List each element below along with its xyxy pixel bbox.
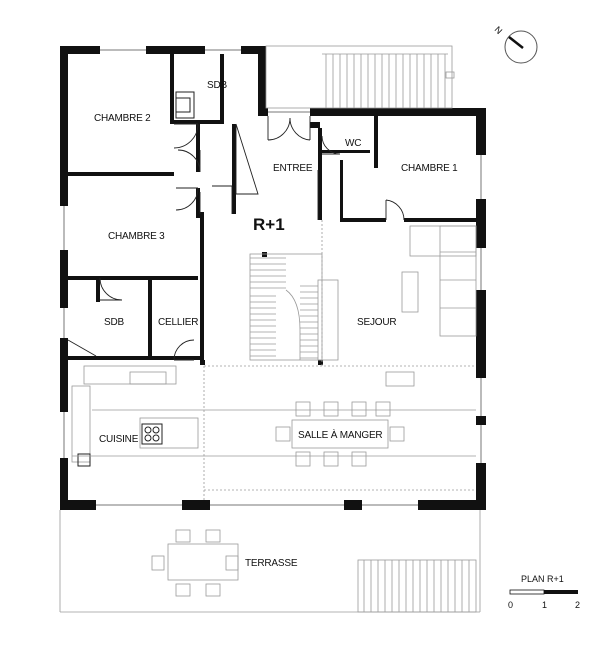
terrace-chair — [175, 529, 191, 543]
level-label: R+1 — [253, 215, 285, 234]
dining-chair — [351, 401, 367, 417]
dining-chair — [295, 401, 311, 417]
north-exterior-stairs — [265, 45, 455, 109]
scale-tick-2: 2 — [575, 600, 580, 610]
label-chambre-3: CHAMBRE 3 — [108, 231, 165, 242]
scale-title: PLAN R+1 — [521, 574, 564, 584]
terrace-chair — [205, 583, 221, 597]
label-chambre-2: CHAMBRE 2 — [94, 113, 151, 124]
dining-chair — [389, 426, 405, 442]
furniture — [71, 91, 477, 597]
compass-north-label: N — [493, 24, 505, 36]
label-sdb-top: SDB — [207, 80, 227, 91]
scale-bar: PLAN R+1 0 1 2 — [508, 574, 580, 610]
scale-tick-0: 0 — [508, 600, 513, 610]
dining-chair — [323, 401, 339, 417]
dining-chair — [295, 451, 311, 467]
terrace-chair — [175, 583, 191, 597]
doors — [67, 116, 405, 361]
label-sdb-bottom: SDB — [104, 317, 124, 328]
dining-chair — [375, 401, 391, 417]
north-compass: N — [493, 24, 538, 64]
label-chambre-1: CHAMBRE 1 — [401, 163, 458, 174]
label-sejour: SEJOUR — [357, 317, 396, 328]
scale-tick-1: 1 — [542, 600, 547, 610]
zone-lines — [72, 220, 476, 500]
label-cellier: CELLIER — [158, 317, 198, 328]
label-wc: WC — [345, 138, 361, 149]
interior-walls — [68, 54, 476, 365]
dining-chair — [351, 451, 367, 467]
terrace-chair — [205, 529, 221, 543]
terrace-chair — [225, 555, 239, 571]
terrace-chair — [151, 555, 165, 571]
exterior-walls — [60, 46, 486, 510]
label-salle-a-manger: SALLE À MANGER — [298, 428, 382, 441]
label-cuisine: CUISINE — [99, 434, 139, 445]
label-entree: ENTREE — [273, 163, 313, 174]
label-terrasse: TERRASSE — [245, 558, 298, 569]
terrace — [59, 510, 481, 613]
dining-chair — [275, 426, 291, 442]
interior-stair — [249, 253, 339, 361]
dining-chair — [323, 451, 339, 467]
room-labels: CHAMBRE 2 SDB ENTREE WC CHAMBRE 1 R+1 CH… — [94, 80, 458, 569]
